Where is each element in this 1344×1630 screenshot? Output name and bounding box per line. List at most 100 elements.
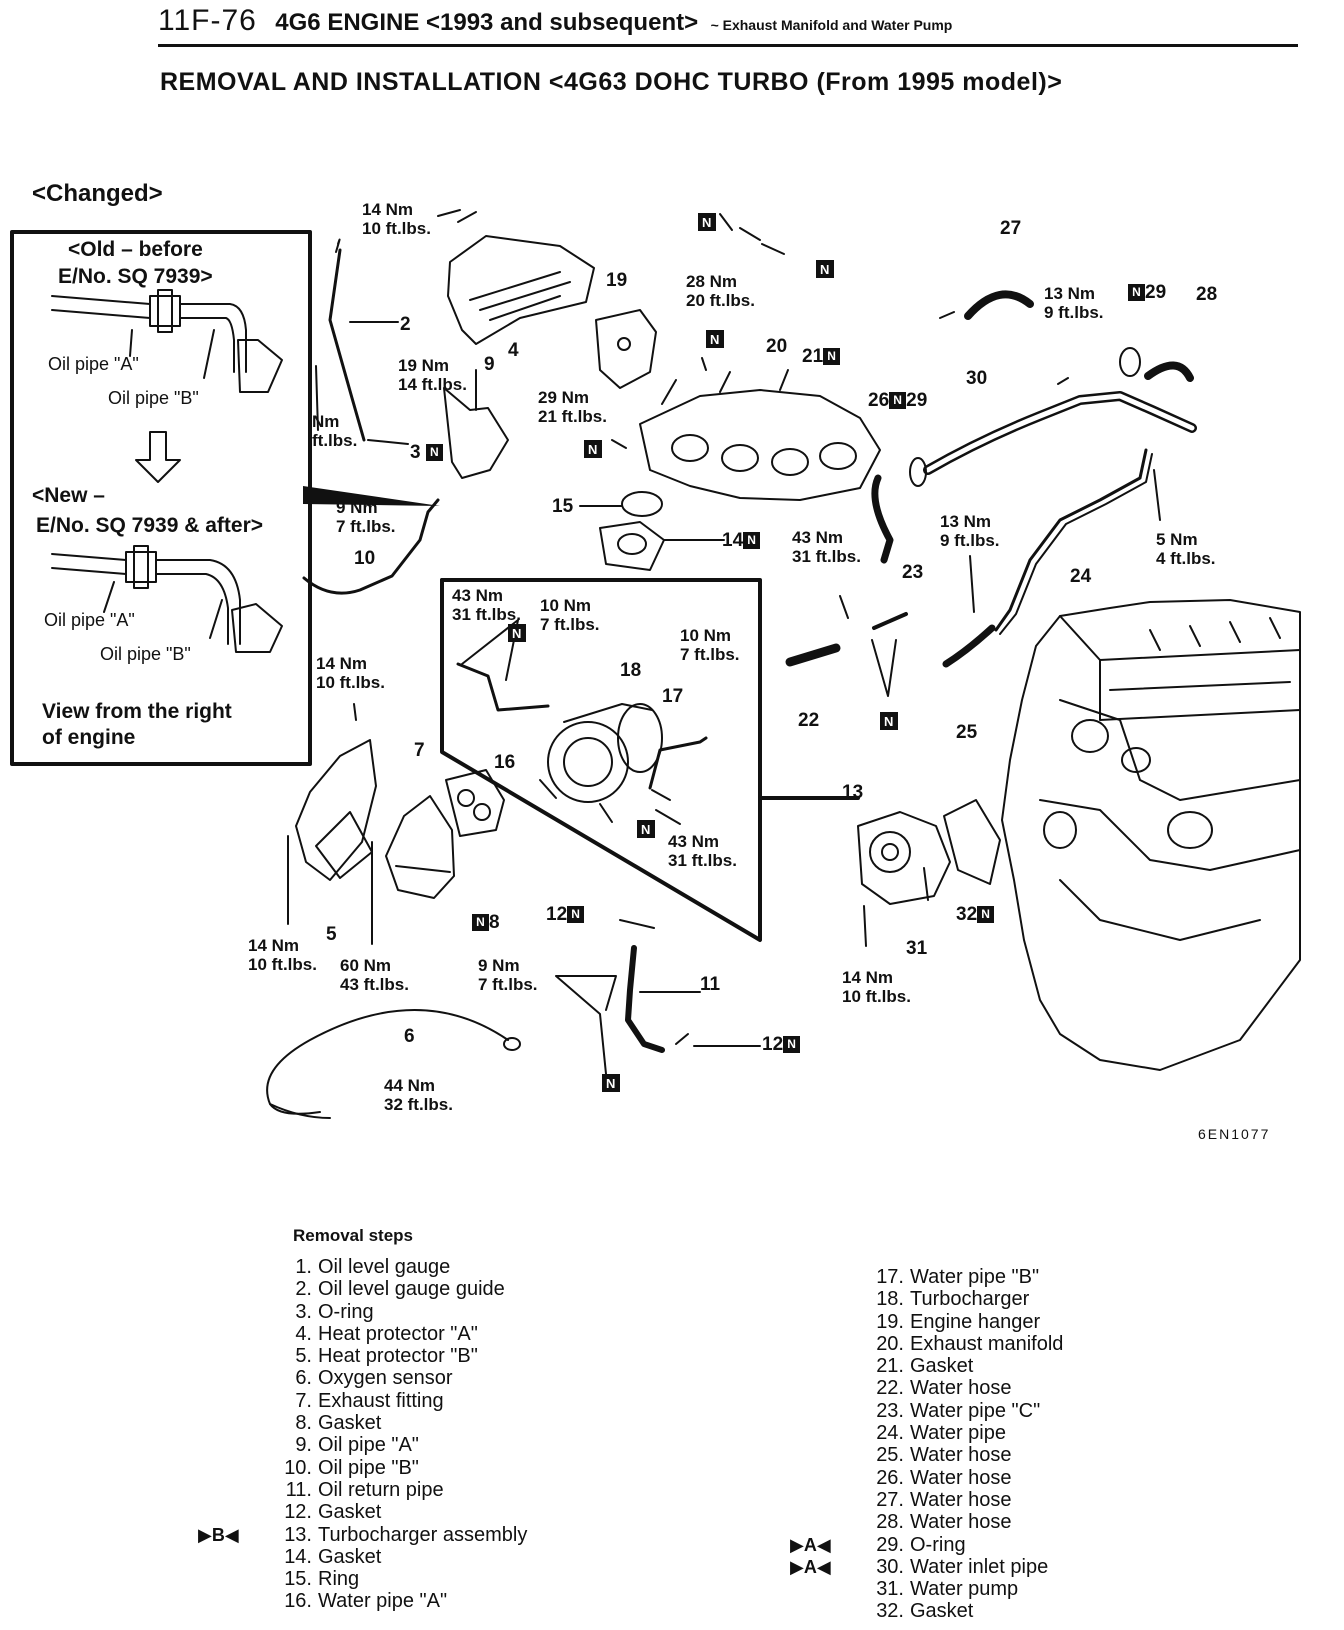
svg-text:N: N [884,714,893,729]
step-text: Oil pipe "A" [318,1434,419,1457]
new-label: <New – [32,484,105,507]
step-text: Oil pipe "B" [318,1456,419,1479]
step-text: Exhaust fitting [318,1389,444,1412]
figure-code: 6EN1077 [1198,1126,1271,1142]
removal-step: 18. Turbocharger [868,1288,1063,1310]
n-mark: N [743,532,761,550]
callout-11: 11 [700,974,721,995]
section-title: ~ Exhaust Manifold and Water Pump [710,17,953,33]
removal-step: 12. Gasket [276,1501,527,1523]
removal-step: 17.Water pipe "B" [868,1266,1063,1288]
callout-31: 31 [906,938,928,959]
old-label: <Old – before [68,238,203,261]
step-text: Water hose [910,1466,1012,1489]
step-number: 17. [876,1266,904,1288]
step-text: Gasket [318,1412,382,1435]
new-label-2: E/No. SQ 7939 & after> [36,514,264,537]
removal-step: ▶A◀30.Water inlet pipe [790,1556,1063,1578]
step-text: Oxygen sensor [318,1367,453,1390]
removal-step: 25.Water hose [868,1444,1063,1466]
removal-step: 1.Oil level gauge [276,1256,527,1278]
step-number: 13. [284,1523,312,1546]
step-text: Gasket [910,1355,974,1378]
svg-text:N: N [588,442,597,457]
step-text: Turbocharger [910,1288,1030,1311]
step-text: Gasket [318,1501,382,1524]
engine-title: 4G6 ENGINE <1993 and subsequent> [275,9,699,36]
step-number: 10. [284,1456,312,1479]
step-number: 21. [876,1355,904,1378]
step-text: Water hose [910,1377,1012,1400]
step-number: 18. [876,1288,904,1311]
step-number: 12. [284,1501,312,1524]
step-text: Oil level gauge guide [318,1278,505,1301]
page-title: REMOVAL AND INSTALLATION <4G63 DOHC TURB… [160,68,1063,96]
removal-step: ▶A◀29.O-ring [790,1533,1063,1556]
removal-step: 15.Ring [276,1568,527,1590]
removal-step: 32.Gasket [868,1600,1063,1622]
step-text: O-ring [318,1300,374,1323]
old-oil-pipe-a: Oil pipe "A" [48,354,139,374]
new-oil-pipe-b: Oil pipe "B" [100,644,191,664]
step-number: 1. [295,1256,312,1278]
removal-step: 19.Engine hanger [868,1311,1063,1333]
n-mark: N [472,914,489,932]
step-text: Gasket [910,1600,974,1623]
step-number: 19. [876,1310,904,1333]
step-number: 11. [285,1478,312,1501]
callout-25: 25 [956,722,978,743]
step-text: Water pipe "C" [910,1399,1041,1422]
installation-mark: ▶A◀ [790,1556,831,1577]
removal-step: 31.Water pump [868,1578,1063,1600]
callout-17: 17 [662,686,684,707]
removal-step: 8.Gasket [276,1412,527,1434]
step-number: 3. [295,1300,312,1323]
callout-3: 3 N [410,442,443,464]
callout-5: 5 [326,924,337,945]
step-text: Heat protector "A" [318,1322,478,1345]
step-number: 28. [876,1511,904,1534]
svg-text:N: N [820,262,829,277]
step-text: Turbocharger assembly [318,1523,528,1546]
callout-16: 16 [494,752,516,773]
n-mark: N [425,444,443,462]
step-number: 7. [295,1389,312,1412]
svg-text:N: N [606,1076,615,1091]
step-number: 26. [876,1466,904,1489]
removal-step: 21. Gasket [868,1355,1063,1377]
view-note-2: of engine [42,726,136,749]
callout-19: 19 [606,270,628,291]
step-number: 4. [295,1322,312,1345]
callout-30: 30 [966,368,988,389]
step-text: O-ring [910,1533,966,1556]
removal-step: 28.Water hose [868,1511,1063,1533]
removal-step: 9.Oil pipe "A" [276,1434,527,1456]
callout-18: 18 [620,660,642,681]
removal-step: 24.Water pipe [868,1422,1063,1444]
callout-15: 15 [552,496,574,517]
step-text: Exhaust manifold [910,1332,1064,1355]
callout-20: 20 [766,336,788,357]
removal-step: 14.Gasket [276,1546,527,1568]
removal-step: 5.Heat protector "B" [276,1345,527,1367]
page-header: 11F-76 4G6 ENGINE <1993 and subsequent> … [158,4,952,38]
callout-28: 28 [1196,284,1218,305]
removal-step: 10. Oil pipe "B" [276,1457,527,1479]
removal-step: 23.Water pipe "C" [868,1400,1063,1422]
